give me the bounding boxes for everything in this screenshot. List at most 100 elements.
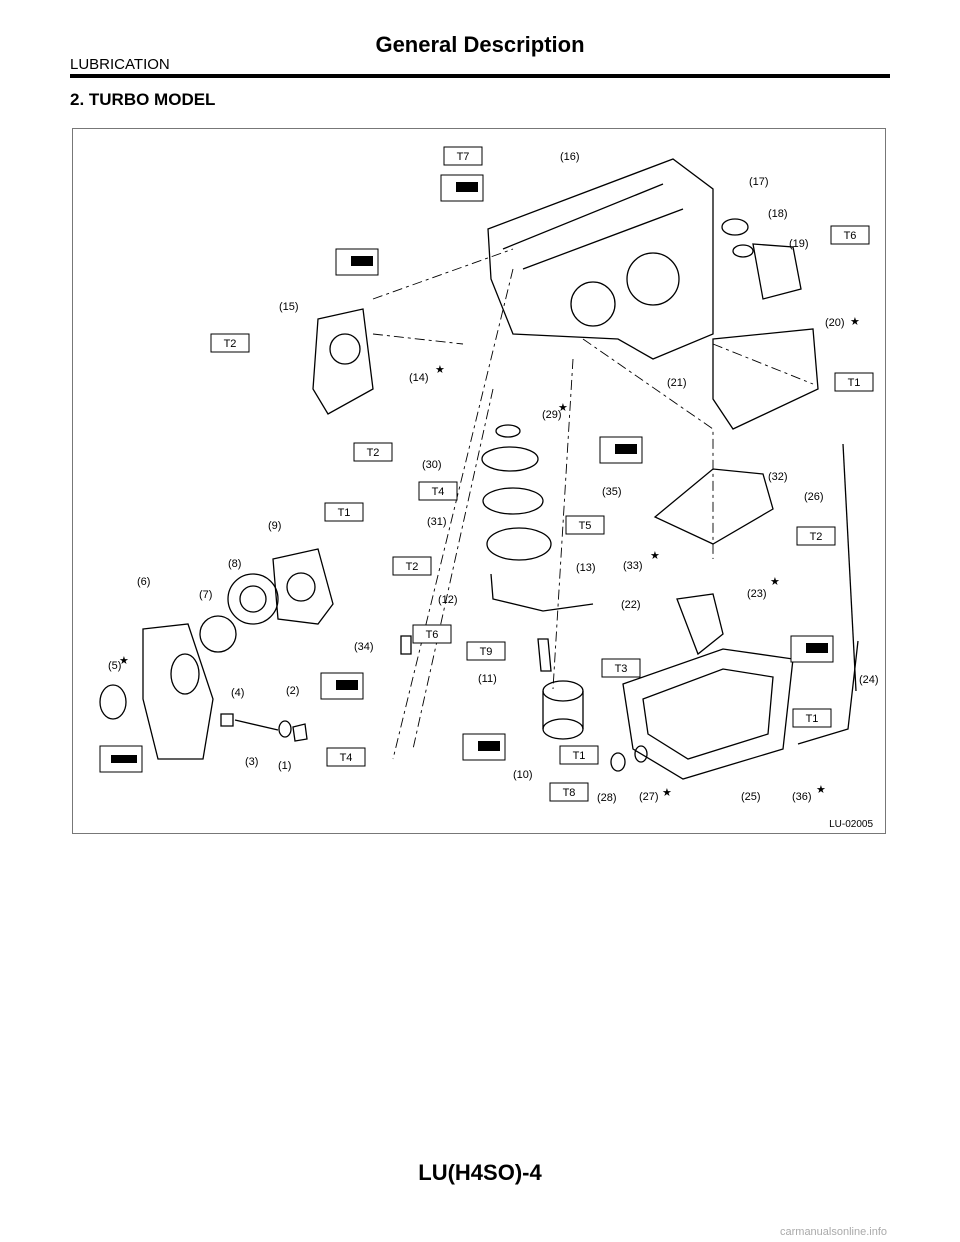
- callout-14: (14): [409, 372, 429, 384]
- callout-34: (34): [354, 641, 374, 653]
- torque-label-t2: T2: [810, 531, 823, 543]
- callout-28: (28): [597, 792, 617, 804]
- oil-filler-duct: [752, 243, 802, 300]
- callout-11: (11): [478, 673, 497, 685]
- callout-10: (10): [513, 769, 533, 781]
- torque-label-t3: T3: [615, 663, 628, 675]
- cylinder-block: [487, 158, 714, 360]
- replace-star-icon: ★: [816, 783, 826, 796]
- torque-label-t4: T4: [432, 486, 445, 498]
- figure-id: LU-02005: [829, 819, 873, 830]
- level-gauge-guide: [797, 640, 859, 745]
- relief-valve: [220, 713, 234, 727]
- oil-seal: [99, 684, 127, 720]
- callout-4: (4): [231, 687, 244, 699]
- sealant-symbols: [99, 174, 834, 773]
- relief-spring: [234, 719, 279, 731]
- torque-label-t6: T6: [426, 629, 439, 641]
- oil-filler-cap: [721, 218, 749, 236]
- torque-label-t1: T1: [338, 507, 351, 519]
- inner-rotor: [199, 615, 237, 653]
- oil-pipe: [490, 573, 594, 612]
- gasket: [278, 720, 292, 738]
- replace-star-icon: ★: [119, 654, 129, 667]
- page-number: LU(H4SO)-4: [418, 1160, 542, 1185]
- torque-boxes: [210, 146, 874, 802]
- oil-cooler-cap: [481, 446, 539, 472]
- oil-cooler-plate: [482, 487, 544, 515]
- callout-3: (3): [245, 756, 258, 768]
- replace-star-icon: ★: [650, 549, 660, 562]
- callout-35: (35): [602, 486, 622, 498]
- cylinder-bore: [570, 281, 616, 327]
- callout-20: (20): [825, 317, 845, 329]
- plug-34: [400, 635, 412, 655]
- page-title: General Description: [375, 32, 585, 57]
- callout-5: (5): [108, 660, 121, 672]
- callout-36: (36): [792, 791, 812, 803]
- callout-31: (31): [427, 516, 447, 528]
- callout-27: (27): [639, 791, 659, 803]
- torque-label-t2: T2: [224, 338, 237, 350]
- callout-8: (8): [228, 558, 241, 570]
- callout-13: (13): [576, 562, 596, 574]
- callout-33: (33): [623, 560, 643, 572]
- callout-32: (32): [768, 471, 788, 483]
- oil-cooler: [486, 527, 552, 561]
- exploded-diagram: (1) (2) (3) (4) (5) (6) (7) (8) (9) (10)…: [72, 128, 886, 834]
- oil-level-gauge: [842, 443, 857, 692]
- watermark: carmanualsonline.info: [780, 1226, 888, 1238]
- callout-25: (25): [741, 791, 761, 803]
- torque-label-t1: T1: [573, 750, 586, 762]
- diagram-parts: [99, 158, 859, 780]
- sealant-glyphs: [111, 182, 828, 763]
- replace-star-icon: ★: [435, 363, 445, 376]
- torque-label-t5: T5: [579, 520, 592, 532]
- callout-22: (22): [621, 599, 641, 611]
- oil-pump-cover: [312, 308, 374, 415]
- replace-star-icon: ★: [558, 401, 568, 414]
- callout-30: (30): [422, 459, 442, 471]
- callout-15: (15): [279, 301, 299, 313]
- pump-cover: [272, 548, 334, 625]
- oil-strainer: [676, 593, 724, 656]
- torque-label-t2: T2: [367, 447, 380, 459]
- replace-star-icon: ★: [662, 786, 672, 799]
- callout-19: (19): [789, 238, 809, 250]
- callout-7: (7): [199, 589, 212, 601]
- callout-17: (17): [749, 176, 769, 188]
- callout-1: (1): [278, 760, 291, 772]
- torque-label-t4: T4: [340, 752, 353, 764]
- oil-separator-cover: [712, 328, 819, 430]
- connector: [537, 638, 552, 672]
- callout-23: (23): [747, 588, 767, 600]
- section-name: LUBRICATION: [70, 56, 170, 73]
- replace-star-icon: ★: [770, 575, 780, 588]
- assembly-lines: [372, 248, 814, 760]
- oil-filter: [542, 680, 584, 702]
- torque-label-t7: T7: [457, 151, 470, 163]
- torque-label-t9: T9: [480, 646, 493, 658]
- gasket-27: [634, 745, 648, 763]
- oil-pan: [622, 648, 794, 780]
- drain-plug: [610, 752, 626, 772]
- torque-label-t2: T2: [406, 561, 419, 573]
- callout-24: (24): [859, 674, 879, 686]
- filler-gasket: [732, 244, 754, 258]
- callout-6: (6): [137, 576, 150, 588]
- torque-label-t1: T1: [806, 713, 819, 725]
- diagram-drawing: (1) (2) (3) (4) (5) (6) (7) (8) (9) (10)…: [99, 146, 879, 830]
- oil-pump-body: [142, 623, 214, 760]
- replace-symbols: ★ ★ ★ ★ ★ ★ ★ ★: [119, 315, 860, 799]
- callout-21: (21): [667, 377, 687, 389]
- o-ring: [495, 424, 521, 438]
- torque-label-t6: T6: [844, 230, 857, 242]
- section-heading: 2. TURBO MODEL: [70, 90, 216, 109]
- callout-12: (12): [438, 594, 458, 606]
- baffle-plate: [653, 468, 774, 545]
- callout-29: (29): [542, 409, 562, 421]
- torque-label-t8: T8: [563, 787, 576, 799]
- torque-label-t1: T1: [848, 377, 861, 389]
- callout-18: (18): [768, 208, 788, 220]
- replace-star-icon: ★: [850, 315, 860, 328]
